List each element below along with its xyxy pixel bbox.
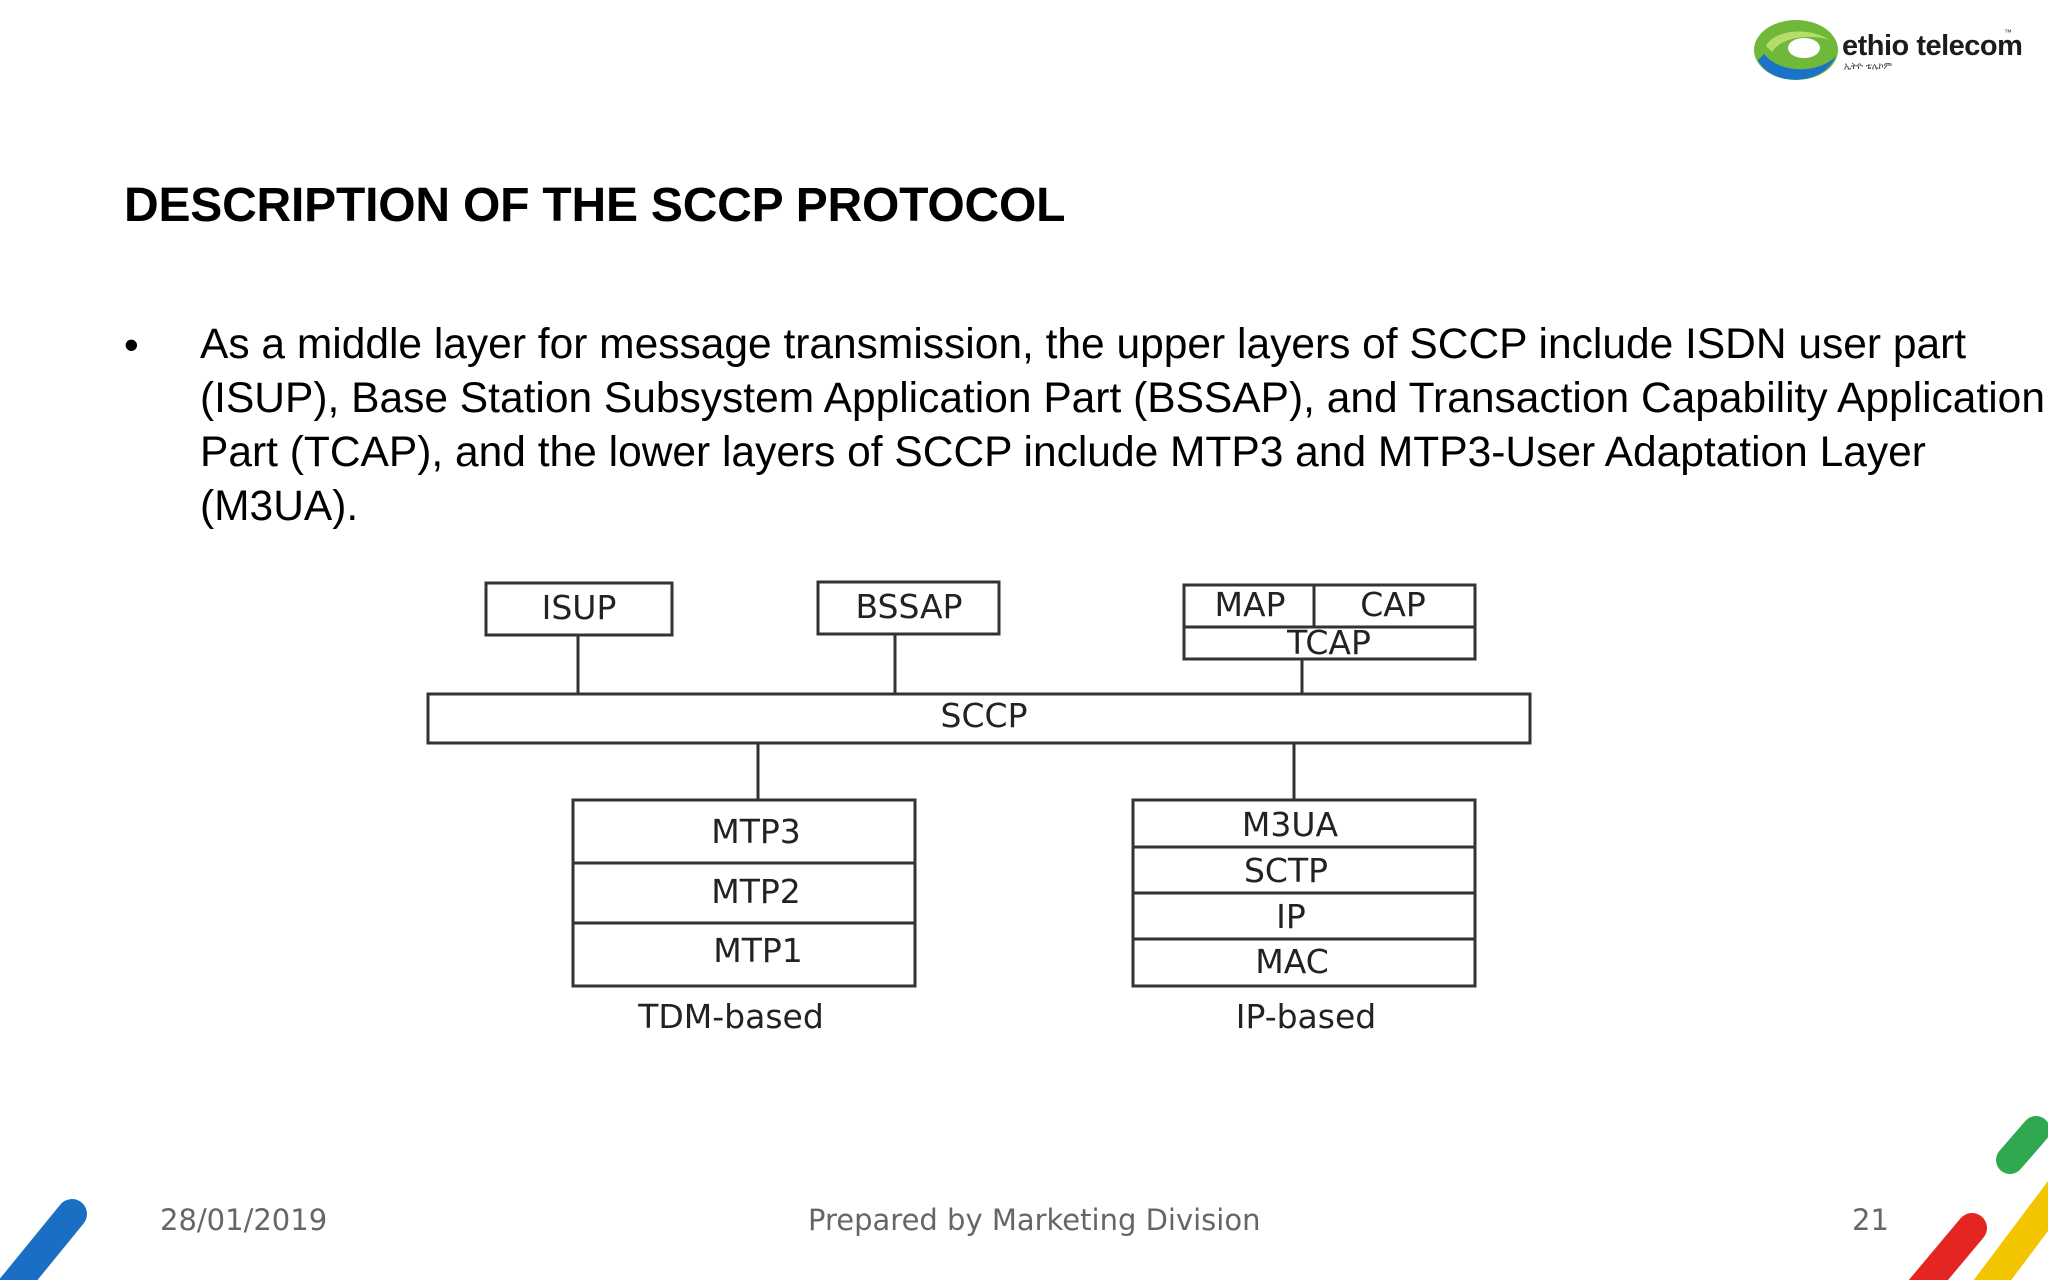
tdm-layer-mtp2: MTP2 bbox=[711, 872, 801, 911]
cap-label: CAP bbox=[1360, 585, 1426, 624]
page-number: 21 bbox=[1852, 1203, 1889, 1237]
bullet-marker: • bbox=[124, 321, 139, 368]
tcap-label: TCAP bbox=[1286, 623, 1371, 662]
tdm-layer-mtp3: MTP3 bbox=[711, 812, 801, 851]
ip-layer-sctp: SCTP bbox=[1244, 851, 1328, 890]
logo-wordmark: ethio telecom bbox=[1842, 30, 2023, 62]
map-label: MAP bbox=[1215, 585, 1286, 624]
logo-swoosh-icon bbox=[1754, 20, 1838, 80]
footer-date: 28/01/2019 bbox=[160, 1203, 328, 1237]
isup-label: ISUP bbox=[542, 588, 617, 627]
logo-trademark: ™ bbox=[2004, 28, 2012, 37]
tdm-based-label: TDM-based bbox=[637, 997, 824, 1036]
sccp-label: SCCP bbox=[941, 696, 1028, 735]
ip-layer-m3ua: M3UA bbox=[1242, 805, 1339, 844]
ethio-telecom-logo: ethio telecom ™ ኢትዮ ቴሌኮም bbox=[1752, 16, 2024, 88]
tdm-stack-box bbox=[571, 798, 917, 988]
sccp-bar bbox=[426, 692, 1532, 745]
bssap-label: BSSAP bbox=[855, 587, 962, 626]
ip-based-label: IP-based bbox=[1236, 997, 1376, 1036]
bssap-box bbox=[816, 580, 1001, 636]
footer-prepared-by: Prepared by Marketing Division bbox=[808, 1203, 1261, 1237]
tdm-layer-mtp1: MTP1 bbox=[713, 931, 803, 970]
ip-layer-mac: MAC bbox=[1255, 942, 1329, 981]
tcap-box bbox=[1182, 625, 1477, 661]
slide-title: DESCRIPTION OF THE SCCP PROTOCOL bbox=[124, 179, 1066, 232]
logo-subtext: ኢትዮ ቴሌኮም bbox=[1844, 62, 1892, 72]
ip-layer-ip: IP bbox=[1276, 897, 1306, 936]
bullet-text: As a middle layer for message transmissi… bbox=[200, 321, 2045, 530]
